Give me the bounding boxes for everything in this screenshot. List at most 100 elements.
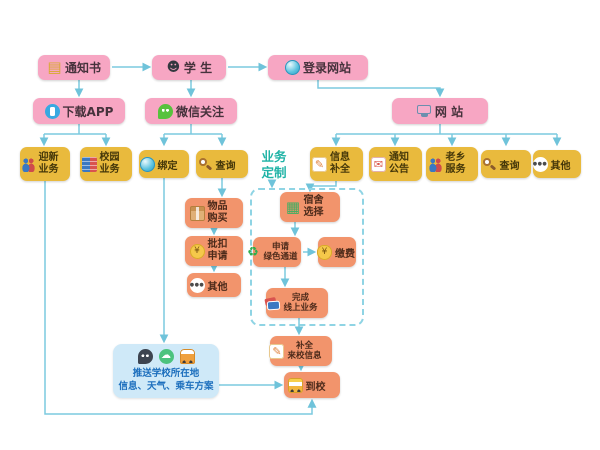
node-label: 绑定 — [157, 160, 178, 172]
node-label: 其他 — [207, 281, 228, 293]
push-info-text: 推送学校所在地 信息、天气、乘车方案 — [118, 368, 213, 394]
node-label: 网 站 — [434, 104, 464, 119]
label-line: 完成 — [291, 292, 309, 303]
label-line: 选择 — [303, 207, 324, 218]
student-icon: ☻ — [166, 60, 181, 75]
node-finish-online-business: 完成 线上业务 — [266, 288, 328, 318]
node-label: 其他 — [550, 160, 571, 172]
node-label: 学 生 — [183, 61, 213, 75]
node-info-complete: ✎ 信息 补全 — [310, 147, 363, 181]
node-login-website: 登录网站 — [268, 55, 368, 80]
label-line: 通知 — [389, 152, 409, 163]
node-label: 批扣 申请 — [208, 239, 228, 263]
node-label: 补全 来校信息 — [287, 341, 321, 361]
node-pay-fee: ¥ 缴费 — [317, 237, 356, 267]
label-line: 申请 — [207, 251, 228, 262]
node-label: 通知 公告 — [389, 152, 409, 176]
label-line: 补全 — [330, 164, 350, 175]
people-icon — [20, 156, 36, 172]
label-line: 推送学校所在地 — [132, 367, 200, 379]
label-line: 公告 — [389, 164, 409, 175]
magnifier-icon — [482, 157, 497, 172]
push-info-icons: ☁ — [137, 348, 195, 364]
node-query-wechat: 查询 — [196, 150, 248, 178]
pencil-icon: ✎ — [269, 343, 285, 359]
node-wechat-follow: 微信关注 — [145, 98, 237, 124]
node-goods-purchase: 物品 购买 — [185, 198, 243, 228]
building-icon: ▦ — [285, 197, 301, 216]
node-label: 到校 — [305, 381, 326, 393]
node-batch-deduction: ¥ 批扣 申请 — [185, 236, 243, 266]
node-student: ☻ 学 生 — [152, 55, 226, 80]
cards-icon — [265, 296, 280, 311]
node-label: 完成 线上业务 — [283, 293, 317, 313]
node-arrive-at-school: 到校 — [284, 372, 340, 398]
node-bind: 绑定 — [139, 150, 189, 178]
node-label: 老乡 服务 — [446, 152, 466, 176]
label-line: 业务 — [261, 148, 287, 164]
node-label: 登录网站 — [302, 61, 351, 75]
moneybag-icon: ¥ — [317, 244, 332, 260]
ellipsis-icon: ●●● — [189, 277, 205, 293]
label-line: 信息 — [330, 152, 350, 163]
people-icon — [427, 156, 443, 172]
node-notice-letter: ▤ 通知书 — [38, 55, 110, 80]
app-icon — [44, 103, 60, 119]
yen-coin-icon: ¥ — [189, 243, 205, 259]
label-business-customization: 业务 定制 — [252, 146, 296, 184]
node-dorm-selection: ▦ 宿舍 选择 — [280, 192, 340, 222]
bus-icon — [287, 377, 303, 393]
label-line: 线上业务 — [283, 303, 318, 313]
node-website: 网 站 — [392, 98, 488, 124]
car-icon — [179, 348, 195, 364]
pencil-icon: ✎ — [312, 156, 327, 172]
node-other-web: ●●● 其他 — [532, 150, 581, 178]
label-line: 申请 — [271, 241, 289, 252]
ellipsis-icon: ●●● — [532, 156, 548, 172]
node-welcome-services: 迎新 业务 — [20, 147, 70, 181]
label-line: 校园 — [99, 152, 120, 163]
label-line: 来校信息 — [287, 351, 322, 361]
label-line: 绿色通道 — [263, 252, 298, 262]
label-line: 业务 — [99, 164, 120, 175]
label-line: 购买 — [207, 213, 228, 224]
node-announcements: ✉ 通知 公告 — [369, 147, 422, 181]
node-label: 信息 补全 — [330, 152, 350, 176]
monitor-icon — [417, 104, 432, 119]
node-query-web: 查询 — [481, 150, 531, 178]
globe-icon — [139, 156, 155, 172]
label-line: 批扣 — [207, 239, 228, 250]
label-line: 定制 — [261, 165, 287, 180]
weather-cloud-icon: ☁ — [158, 348, 174, 364]
document-icon: ▤ — [47, 58, 62, 76]
node-label: 校园 业务 — [100, 152, 120, 176]
node-fellow-townsman-service: 老乡 服务 — [426, 147, 478, 181]
campus-icon — [81, 156, 97, 172]
label-line: 服务 — [445, 164, 466, 175]
label-line: 迎新 — [38, 152, 59, 163]
wechat-icon — [157, 103, 173, 119]
node-label: 微信关注 — [175, 104, 224, 119]
node-label: 物品 购买 — [208, 201, 228, 225]
label-line: 物品 — [207, 201, 228, 212]
node-label: 迎新 业务 — [39, 152, 59, 176]
node-label: 查询 — [499, 160, 520, 172]
node-label: 查询 — [215, 160, 236, 172]
node-fill-arrival-info: ✎ 补全 来校信息 — [269, 336, 332, 366]
node-label: 宿舍 选择 — [304, 195, 324, 219]
label-line: 信息、天气、乘车方案 — [118, 380, 214, 392]
node-other-custom: ●●● 其他 — [187, 273, 241, 297]
mail-icon: ✉ — [371, 156, 386, 172]
push-info-card: ☁ 推送学校所在地 信息、天气、乘车方案 — [113, 344, 219, 398]
label-line: 宿舍 — [303, 195, 324, 206]
label-line: 业务 — [38, 164, 59, 175]
node-download-app: 下载APP — [33, 98, 125, 124]
magnifier-icon — [198, 157, 213, 172]
chat-bubble-icon — [137, 348, 153, 364]
parcel-icon — [189, 205, 205, 221]
label-line: 老乡 — [445, 152, 466, 163]
label-line: 补全 — [295, 340, 313, 351]
node-campus-services: 校园 业务 — [80, 147, 132, 181]
globe-icon — [284, 60, 300, 75]
